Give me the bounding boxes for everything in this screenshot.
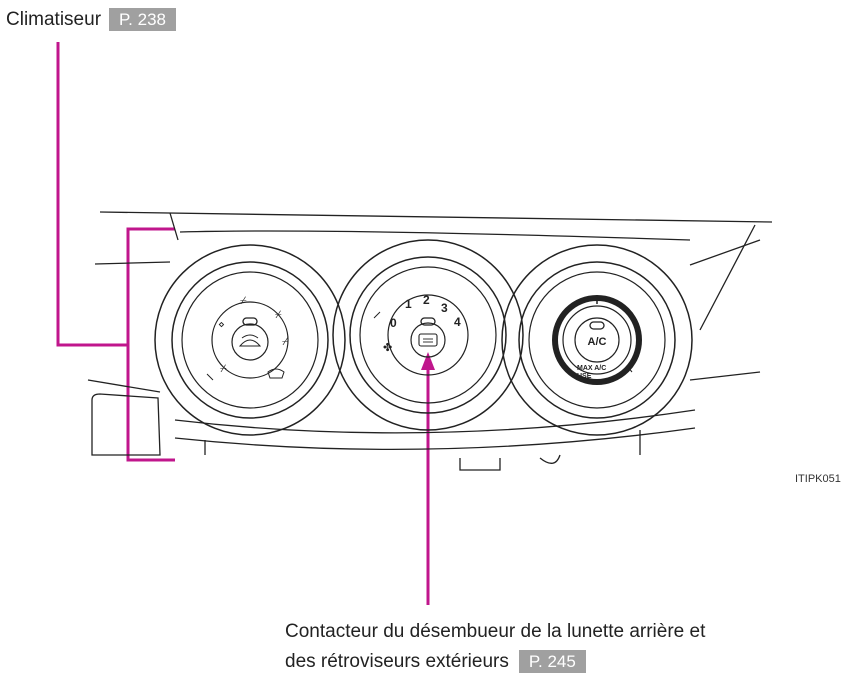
max-ac-label: MAX A/C bbox=[577, 365, 606, 372]
defogger-callout: Contacteur du désembueur de la lunette a… bbox=[285, 617, 845, 677]
svg-text:✤: ✤ bbox=[383, 341, 392, 354]
defogger-page-ref[interactable]: P. 245 bbox=[518, 650, 586, 673]
fan-number: 0 bbox=[390, 316, 397, 330]
figure-code: ITIPK051 bbox=[795, 473, 841, 485]
fan-speed-dial bbox=[332, 239, 524, 431]
recirculation-icon bbox=[238, 334, 262, 347]
fan-number: 1 bbox=[405, 297, 412, 311]
svg-text:⌿: ⌿ bbox=[282, 335, 289, 348]
climate-control-callout: Climatiseur P. 238 bbox=[6, 8, 176, 31]
windshield-defroster-icon bbox=[267, 368, 285, 379]
max-ac-use-label: USE bbox=[577, 373, 592, 380]
temperature-dial bbox=[501, 244, 693, 436]
climate-bracket bbox=[126, 227, 175, 462]
dashboard-outline bbox=[87, 211, 773, 471]
climate-label: Climatiseur bbox=[6, 8, 102, 30]
face-vent-icon: ⋄ ⌿ ⌿ ⌿ ⌿ bbox=[218, 294, 289, 375]
defogger-label-line2-wrap: des rétroviseurs extérieurs P. 245 bbox=[285, 647, 845, 677]
defogger-label-line2: des rétroviseurs extérieurs bbox=[285, 651, 509, 672]
rear-defogger-icon bbox=[423, 338, 433, 343]
defogger-arrow-head bbox=[421, 352, 435, 370]
fan-number: 4 bbox=[454, 315, 461, 329]
defogger-label-line1: Contacteur du désembueur de la lunette a… bbox=[285, 621, 706, 642]
svg-text:⌿: ⌿ bbox=[220, 362, 227, 375]
svg-text:⌿: ⌿ bbox=[240, 294, 247, 307]
ac-button-label[interactable]: A/C bbox=[588, 336, 607, 348]
fan-numbers: 0 1 2 3 4 bbox=[390, 293, 461, 330]
fan-number: 2 bbox=[423, 293, 430, 307]
fan-icon: ✤ bbox=[383, 341, 392, 354]
climate-page-ref[interactable]: P. 238 bbox=[109, 8, 176, 31]
fan-number: 3 bbox=[441, 301, 448, 315]
climate-callout-line bbox=[56, 42, 128, 347]
svg-text:⋄: ⋄ bbox=[218, 318, 225, 331]
svg-text:⌿: ⌿ bbox=[275, 308, 282, 321]
mode-dial bbox=[154, 244, 346, 436]
